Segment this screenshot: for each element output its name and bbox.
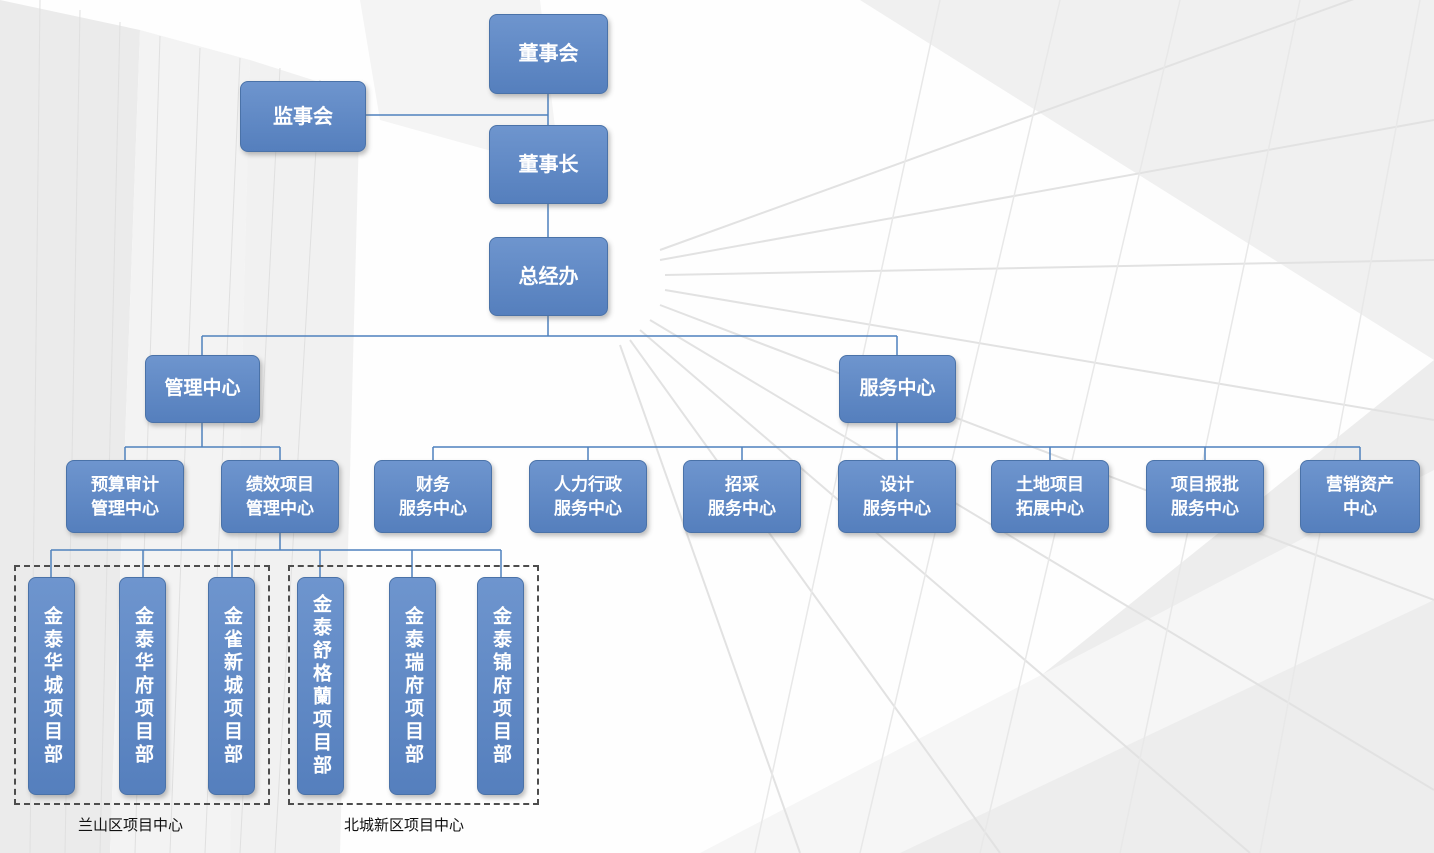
org-node-jintai-huafu: 金泰华府项目部 [119, 577, 166, 795]
org-node-gm-office: 总经办 [489, 237, 608, 316]
org-node-perf-project: 绩效项目 管理中心 [221, 460, 339, 533]
group-label-lanshan: 兰山区项目中心 [78, 817, 184, 834]
org-node-chairman: 董事长 [489, 125, 608, 204]
org-node-jintai-ruifu: 金泰瑞府项目部 [389, 577, 436, 795]
org-node-jinque-xincheng: 金雀新城项目部 [208, 577, 255, 795]
org-node-mgmt-center: 管理中心 [145, 355, 260, 423]
org-node-board: 董事会 [489, 14, 608, 94]
org-node-marketing-asset: 营销资产 中心 [1300, 460, 1420, 533]
org-node-hr-admin: 人力行政 服务中心 [529, 460, 647, 533]
org-node-jintai-huacheng: 金泰华城项目部 [28, 577, 75, 795]
org-node-land-dev: 土地项目 拓展中心 [991, 460, 1109, 533]
org-node-procurement: 招采 服务中心 [683, 460, 801, 533]
group-box-beicheng [288, 565, 539, 805]
org-node-approval: 项目报批 服务中心 [1146, 460, 1264, 533]
org-node-jintai-jinfu: 金泰锦府项目部 [477, 577, 524, 795]
group-label-beicheng: 北城新区项目中心 [344, 817, 465, 834]
org-node-supervisory: 监事会 [240, 81, 366, 152]
org-node-budget-audit: 预算审计 管理中心 [66, 460, 184, 533]
org-node-jintai-shugelan: 金泰舒格蘭项目部 [297, 577, 344, 795]
org-node-service-center: 服务中心 [839, 355, 956, 423]
org-node-finance: 财务 服务中心 [374, 460, 492, 533]
org-node-design: 设计 服务中心 [838, 460, 956, 533]
group-box-lanshan [14, 565, 270, 805]
